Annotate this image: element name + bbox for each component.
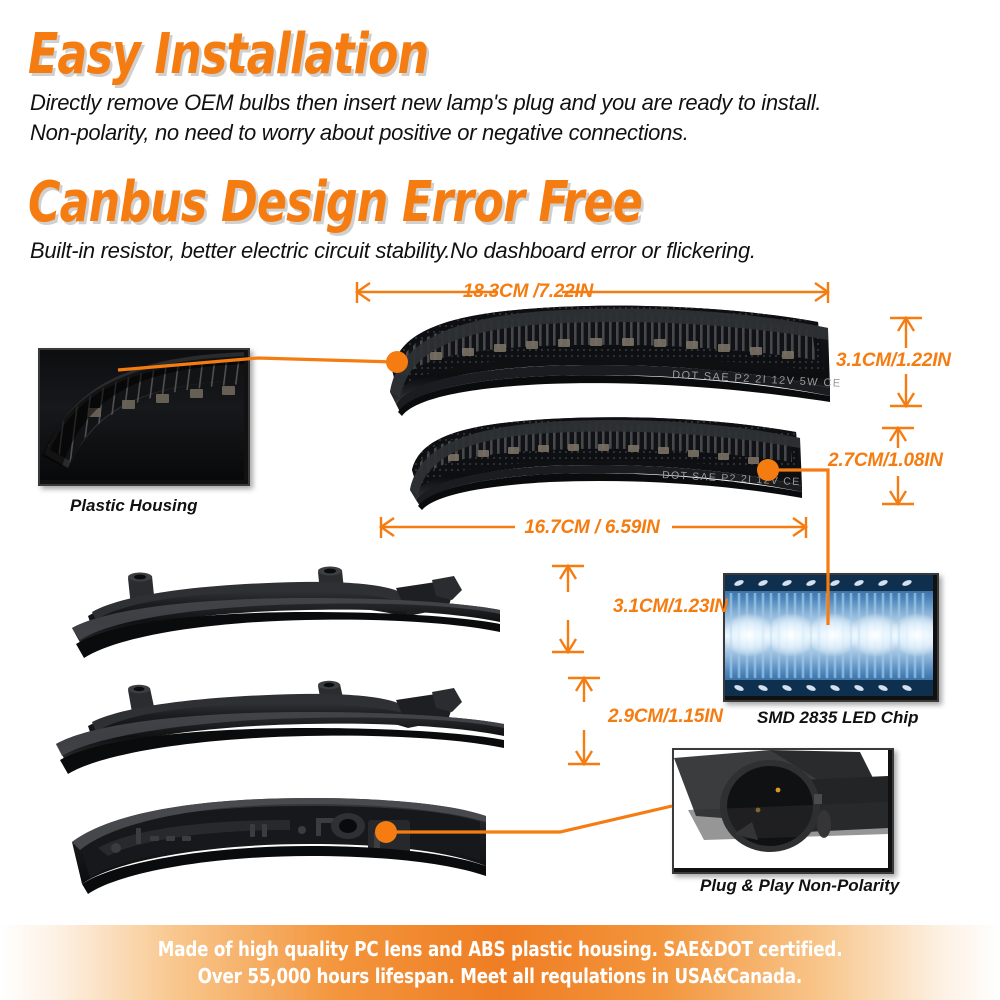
callout-dot-housing (386, 351, 408, 373)
led-chip-photo (723, 573, 939, 702)
heading-canbus-design: Canbus Design Error Free (28, 170, 643, 235)
heading-easy-installation: Easy Installation (28, 22, 429, 87)
canbus-design-line-1: Built-in resistor, better electric circu… (30, 238, 756, 263)
lamp-housing-interior (72, 798, 486, 894)
caption-led-chip: SMD 2835 LED Chip (757, 708, 919, 727)
easy-installation-line-1: Directly remove OEM bulbs then insert ne… (30, 90, 822, 115)
dimension-housing1-height: 3.1CM/1.23IN (613, 596, 728, 617)
caption-plastic-housing: Plastic Housing (70, 496, 198, 515)
lamp-housing-rear-bottom (56, 680, 504, 774)
lamp-housing-rear-top (72, 566, 500, 658)
dimension-lamp1-height: 3.1CM/1.22IN (836, 350, 951, 371)
lamp-lens-top: DOT SAE P2 2I 12V 5W CE (390, 305, 842, 416)
lamp-lens-bottom: DOT SAE P2 2I 12V CE (410, 417, 802, 510)
plastic-housing-photo (38, 348, 250, 486)
banner-line-1: Made of high quality PC lens and ABS pla… (157, 936, 843, 961)
dimension-housing2-height: 2.9CM/1.15IN (608, 706, 723, 727)
plug-connector-photo (672, 748, 894, 874)
dimension-lines (354, 282, 922, 767)
dimension-lamp2-width: 16.7CM / 6.59IN (524, 517, 660, 538)
callout-dot-led (757, 459, 779, 481)
callout-leaders (117, 351, 830, 843)
banner-line-2: Over 55,000 hours lifespan. Meet all req… (197, 963, 803, 988)
caption-plug-play: Plug & Play Non-Polarity (700, 876, 900, 895)
easy-installation-line-2: Non-polarity, no need to worry about pos… (30, 120, 689, 145)
bottom-banner: Made of high quality PC lens and ABS pla… (0, 925, 1000, 1000)
callout-dot-plug (375, 821, 397, 843)
dimension-lamp1-width: 18.3CM /7.22IN (462, 281, 594, 302)
dimension-lamp2-height: 2.7CM/1.08IN (828, 450, 943, 471)
